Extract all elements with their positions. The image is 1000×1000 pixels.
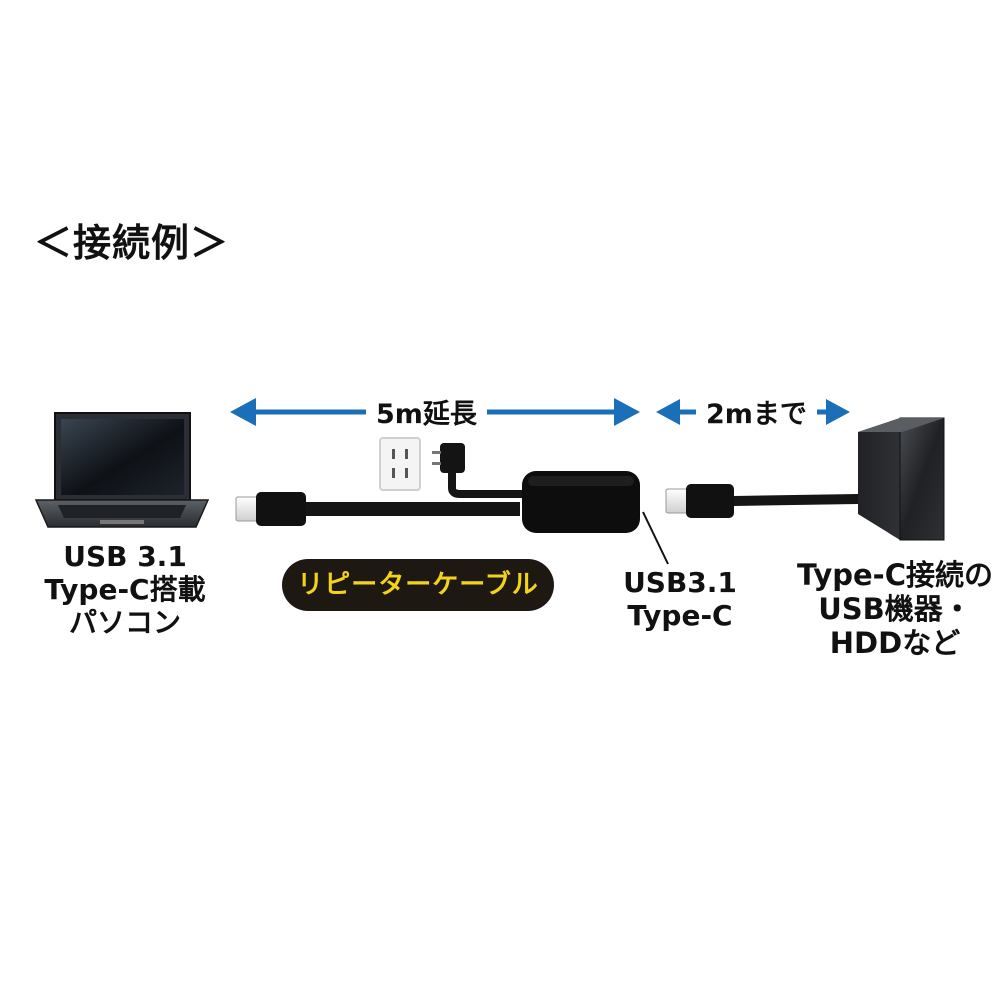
repeater-cable — [235, 470, 525, 526]
extension-label: 5m延長 — [366, 392, 487, 431]
device-label: Type-C接続の USB機器・ HDDなど — [797, 558, 993, 661]
repeater-box — [522, 471, 640, 533]
port-label: USB3.1 Type-C — [623, 566, 737, 633]
device-cable — [665, 484, 858, 518]
hdd-icon — [858, 417, 945, 541]
device-range-label: 2mまで — [696, 392, 817, 431]
page-title: ＜接続例＞ — [34, 221, 230, 265]
wall-outlet-icon — [379, 437, 421, 491]
callout-line — [642, 511, 669, 565]
pc-label: USB 3.1 Type-C搭載 パソコン — [44, 540, 206, 640]
cable-name-badge: リピーターケーブル — [282, 559, 554, 611]
power-adapter-icon — [432, 443, 465, 473]
laptop-icon — [34, 412, 210, 528]
